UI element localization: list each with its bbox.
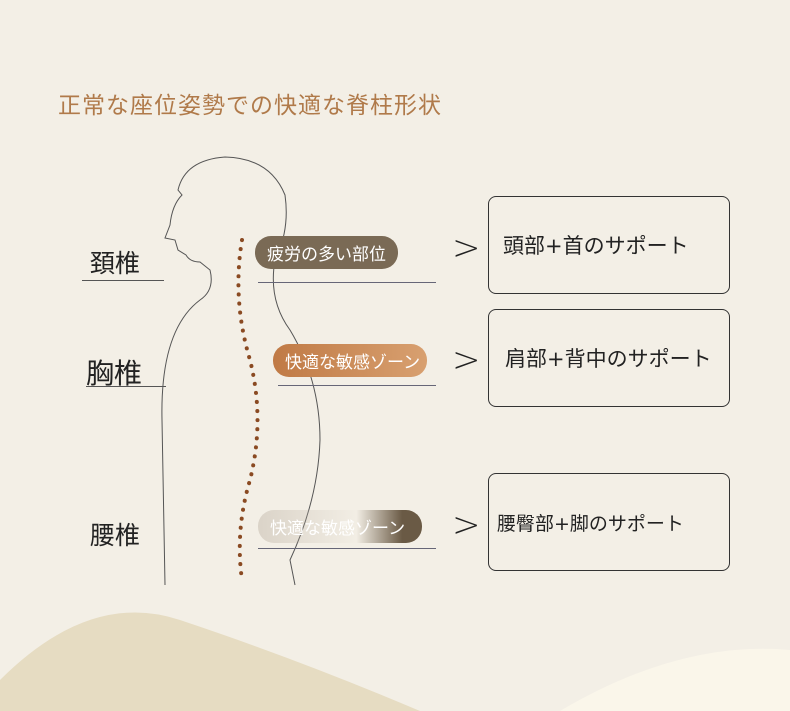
tag-fatigue: 疲労の多い部位 [255, 236, 398, 269]
support-label: 頭部+首のサポート [503, 234, 689, 258]
chevron-right-icon: > [452, 505, 481, 545]
divider [258, 548, 436, 549]
divider [86, 386, 166, 387]
support-box-lumbar: 腰臀部+脚のサポート [488, 473, 730, 571]
divider [278, 385, 436, 386]
support-box-back: 肩部+背中のサポート [488, 309, 730, 407]
support-label: 肩部+背中のサポート [505, 347, 712, 371]
chevron-right-icon: > [452, 228, 481, 268]
support-label: 腰臀部+脚のサポート [497, 512, 684, 535]
body-silhouette [161, 156, 321, 586]
divider [82, 280, 164, 281]
tag-comfort-lumbar: 快適な敏感ゾーン [258, 510, 422, 543]
hill-left [0, 612, 420, 711]
support-box-head: 頭部+首のサポート [488, 196, 730, 294]
page-title: 正常な座位姿勢での快適な脊柱形状 [58, 93, 442, 119]
chevron-right-icon: > [452, 340, 481, 380]
spine-curve [236, 238, 260, 582]
region-lumbar: 腰椎 [90, 521, 141, 550]
hill-right [560, 648, 790, 711]
region-cervical: 頚椎 [90, 249, 141, 278]
tag-comfort: 快適な敏感ゾーン [273, 344, 427, 377]
divider [258, 282, 436, 283]
region-thoracic: 胸椎 [86, 357, 143, 390]
